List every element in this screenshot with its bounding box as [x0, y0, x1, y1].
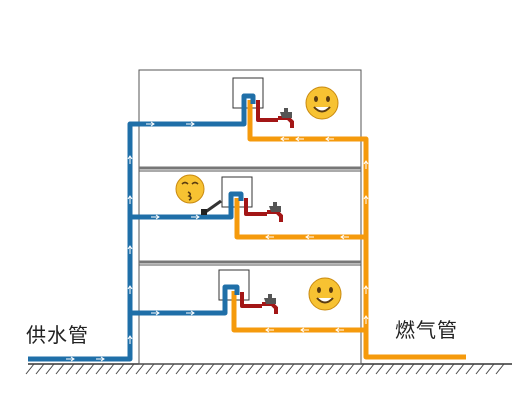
flow-arrow-icon: [191, 214, 200, 220]
gas-pipe-label: 燃气管: [395, 318, 458, 342]
ground-hatch: [45, 363, 55, 375]
ground-hatch: [215, 363, 225, 375]
ground-hatch: [395, 363, 405, 375]
flow-arrow-icon: [146, 121, 155, 127]
flow-arrow-icon: [186, 310, 195, 316]
ground-hatch: [65, 363, 75, 375]
ground-hatch: [415, 363, 425, 375]
ground-hatch: [365, 363, 375, 375]
ground-hatch: [165, 363, 175, 375]
ground-hatch: [105, 363, 115, 375]
ground-hatch: [225, 363, 235, 375]
flow-arrow-icon: [265, 234, 274, 240]
flow-arrow-icon: [96, 356, 105, 362]
ground-hatch: [245, 363, 255, 375]
ground-hatch: [145, 363, 155, 375]
flow-arrow-icon: [127, 245, 133, 254]
ground-hatch: [205, 363, 215, 375]
ground-hatch: [85, 363, 95, 375]
shower-head-icon: [201, 199, 222, 215]
ground-hatch: [195, 363, 205, 375]
ground: [25, 363, 512, 375]
ground-hatch: [445, 363, 455, 375]
ground-hatch: [95, 363, 105, 375]
smiley-icon: [305, 86, 339, 120]
ground-hatch: [155, 363, 165, 375]
ground-hatch: [405, 363, 415, 375]
flow-arrow-icon: [66, 356, 75, 362]
flow-arrow-icon: [340, 234, 349, 240]
flow-arrow-icon: [295, 136, 304, 142]
ground-hatch: [285, 363, 295, 375]
flow-arrow-icon: [363, 285, 369, 294]
flow-arrow-icon: [325, 136, 334, 142]
ground-hatch: [235, 363, 245, 375]
ground-hatch: [35, 363, 45, 375]
ground-hatch: [185, 363, 195, 375]
flow-arrow-icon: [280, 136, 289, 142]
kiss-face-icon: [175, 174, 205, 204]
water-pipe-label: 供水管: [26, 323, 89, 347]
ground-hatch: [485, 363, 495, 375]
ground-hatch: [315, 363, 325, 375]
ground-hatch: [175, 363, 185, 375]
flow-arrow-icon: [363, 160, 369, 169]
ground-hatch: [75, 363, 85, 375]
flow-arrow-icon: [127, 285, 133, 294]
ground-hatch: [355, 363, 365, 375]
flow-arrow-icon: [151, 214, 160, 220]
ground-hatch: [25, 363, 35, 375]
gas-pipe: [231, 100, 466, 360]
ground-hatch: [435, 363, 445, 375]
flow-arrow-icon: [363, 195, 369, 204]
ground-hatch: [465, 363, 475, 375]
ground-hatch: [265, 363, 275, 375]
ground-hatch: [115, 363, 125, 375]
ground-hatch: [275, 363, 285, 375]
ground-hatch: [325, 363, 335, 375]
flow-arrows: [66, 121, 369, 362]
faucet-icon: [262, 294, 278, 314]
ground-hatch: [345, 363, 355, 375]
faucet-icon: [267, 202, 283, 222]
ground-hatch: [125, 363, 135, 375]
ground-hatch: [495, 363, 505, 375]
flow-arrow-icon: [305, 234, 314, 240]
ground-hatch: [375, 363, 385, 375]
flow-arrow-icon: [151, 310, 160, 316]
ground-hatch: [425, 363, 435, 375]
ground-hatch: [295, 363, 305, 375]
ground-hatch: [475, 363, 485, 375]
flow-arrow-icon: [127, 335, 133, 344]
faucets: [262, 108, 294, 314]
ground-hatch: [385, 363, 395, 375]
flow-arrow-icon: [127, 195, 133, 204]
flow-arrow-icon: [186, 121, 195, 127]
ground-hatch: [335, 363, 345, 375]
flow-arrow-icon: [127, 155, 133, 164]
hot-water-pipe: [240, 100, 278, 308]
flow-arrow-icon: [265, 327, 274, 333]
smiley-icon: [308, 277, 342, 311]
faucet-icon: [278, 108, 294, 128]
ground-hatch: [455, 363, 465, 375]
ground-hatch: [255, 363, 265, 375]
flow-arrow-icon: [363, 315, 369, 324]
ground-hatch: [135, 363, 145, 375]
ground-hatch: [305, 363, 315, 375]
ground-hatch: [55, 363, 65, 375]
flow-arrow-icon: [335, 327, 344, 333]
flow-arrow-icon: [300, 327, 309, 333]
